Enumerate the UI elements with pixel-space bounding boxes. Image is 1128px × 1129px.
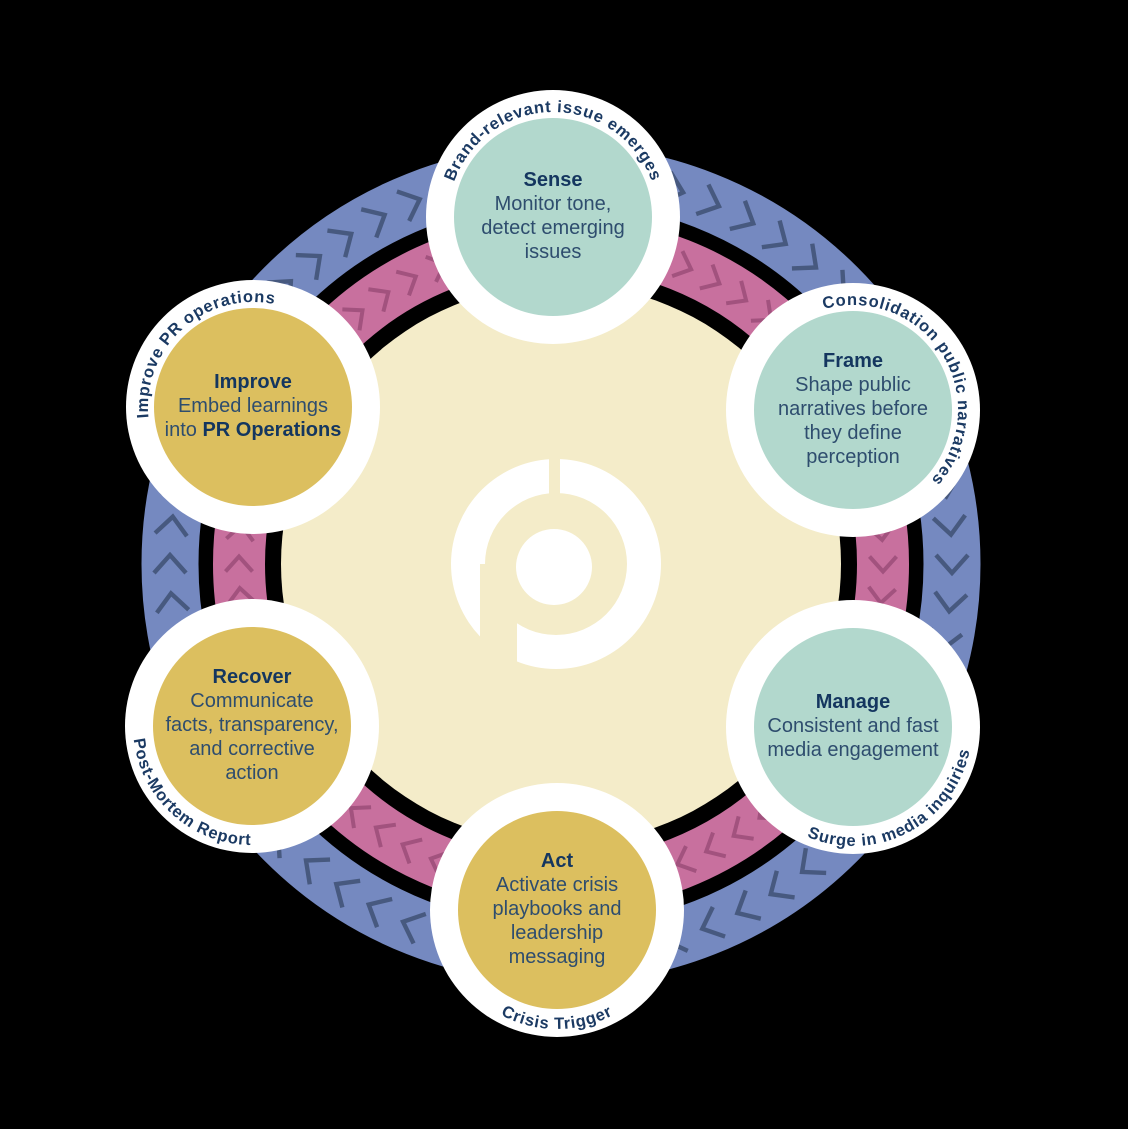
chevron-arrow-icon [868, 555, 898, 575]
chevron-arrow-icon [373, 822, 397, 848]
chevron-arrow-icon [152, 551, 188, 575]
node-body-line: Consistent and fast [767, 715, 939, 737]
chevron-arrow-icon [695, 183, 723, 217]
chevron-arrow-icon [799, 847, 827, 876]
chevron-arrow-icon [399, 911, 427, 945]
node-circle [153, 627, 351, 825]
node-title: Act [541, 850, 574, 872]
node-body-line: Monitor tone, [495, 193, 612, 215]
chevron-arrow-icon [699, 906, 726, 939]
prowly-p-icon [451, 448, 661, 682]
chevron-arrow-icon [767, 870, 795, 900]
node-title: Sense [524, 169, 583, 191]
chevron-arrow-icon [155, 590, 191, 615]
node-body-line: action [225, 762, 278, 784]
logo-dot [516, 529, 592, 605]
node-body-line: perception [806, 446, 899, 468]
chevron-arrow-icon [224, 553, 254, 573]
chevron-arrow-icon [303, 857, 331, 885]
chevron-arrow-icon [703, 831, 727, 859]
node-circle [154, 308, 352, 506]
node-circle [754, 311, 952, 509]
node-title: Recover [213, 666, 292, 688]
node-body-line: and corrective [189, 738, 315, 760]
chevron-arrow-icon [399, 837, 423, 865]
node-body-line: detect emerging [481, 217, 624, 239]
node-body-line: messaging [509, 946, 606, 968]
logo-stem-cut [480, 564, 517, 682]
chevron-arrow-icon [725, 280, 749, 306]
chevron-arrow-icon [360, 207, 388, 239]
node-body-line: media engagement [767, 739, 939, 761]
chevron-arrow-icon [368, 287, 391, 313]
chevron-arrow-icon [327, 228, 355, 258]
chevron-arrow-icon [342, 307, 365, 331]
node-circle [458, 811, 656, 1009]
node-body-line: playbooks and [493, 898, 622, 920]
chevron-arrow-icon [365, 896, 393, 928]
node-body-line: Embed learnings [178, 395, 328, 417]
chevron-arrow-icon [729, 200, 757, 232]
node-body-line: issues [525, 241, 582, 263]
chevron-arrow-icon [761, 220, 789, 250]
chevron-arrow-icon [867, 585, 897, 607]
node-circle [454, 118, 652, 316]
node-title: Manage [816, 691, 890, 713]
chevron-arrow-icon [295, 252, 323, 281]
node-body-line: Activate crisis [496, 874, 618, 896]
node-body-line: Communicate [190, 690, 313, 712]
chevron-arrow-icon [934, 553, 970, 577]
chevron-arrow-icon [933, 590, 969, 615]
chevron-arrow-icon [731, 815, 754, 841]
node-body-line: they define [804, 422, 902, 444]
chevron-arrow-icon [671, 250, 694, 278]
chevron-arrow-icon [348, 805, 372, 829]
node-title: Frame [823, 350, 883, 372]
node-body-line: leadership [511, 922, 603, 944]
chevron-arrow-icon [226, 585, 257, 606]
logo-top-slot [549, 448, 560, 502]
node-body-line: into PR Operations [165, 419, 342, 441]
chevron-arrow-icon [674, 845, 697, 873]
node-circle [754, 628, 952, 826]
chevron-arrow-icon [699, 263, 723, 291]
chevron-arrow-icon [734, 889, 762, 921]
node-title: Improve [214, 371, 292, 393]
chevron-arrow-icon [396, 189, 423, 222]
node-body-line: narratives before [778, 398, 928, 420]
node-body-line: facts, transparency, [165, 714, 338, 736]
chevron-arrow-icon [931, 513, 967, 538]
chevron-arrow-icon [333, 878, 361, 908]
chevron-arrow-icon [153, 513, 189, 538]
node-body-line: Shape public [795, 374, 911, 396]
chevron-arrow-icon [395, 269, 419, 297]
chevron-arrow-icon [791, 243, 819, 271]
